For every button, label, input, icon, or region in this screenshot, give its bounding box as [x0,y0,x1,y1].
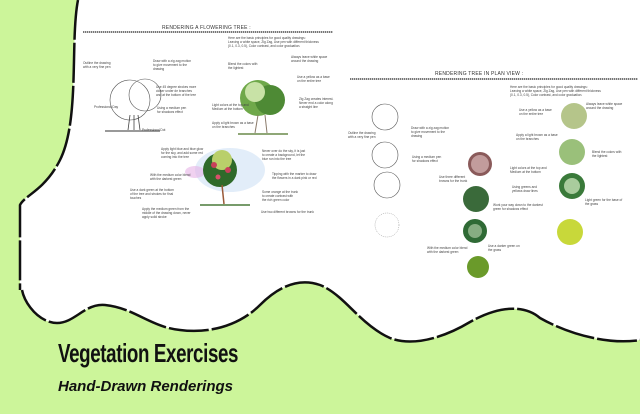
outline-left [18,0,80,290]
note: Light colors at the top and Medium at th… [212,103,249,111]
note: Zig Zag creates interest. Never end a co… [299,97,334,109]
note: Work your way down to the darkest green … [493,203,543,211]
note: Never over do the sky, it is just to cre… [262,149,306,161]
note: Apply a light brown as a base on the bra… [212,121,254,129]
flowering-heading: RENDERING A FLOWERING TREE : [162,25,251,31]
flowering-principles: Here are the basic principles for good q… [228,36,319,48]
note: Use a darker green on the grass [488,244,520,252]
colored-tree-green [238,80,288,135]
divider [83,31,333,33]
note: Professional Day [94,105,119,109]
outline-bottom [20,281,640,343]
note: Using greens and yellows draw lines [512,185,538,193]
divider [350,78,638,80]
note: Use a dark green at the bottom of the tr… [130,188,174,200]
note: Draw with a zig zag motion to give movem… [153,59,192,71]
note: Apply the medium green from the middle o… [142,207,191,219]
note: Using a medium pen for shadows effect [412,155,442,163]
note: Light green for the base of the grass [585,198,623,206]
note: Professional Dot [142,128,166,132]
note: Draw with a zig zag motion to give movem… [411,126,450,138]
flowering-tree [185,148,265,206]
plan-view-trees [371,103,587,278]
note: Use a yellow as a base on the entire tre… [519,108,552,116]
page-subtitle: Hand-Drawn Renderings [58,378,234,395]
note: Tipping with the marker to draw the flow… [272,172,317,180]
green-bottom-band [0,282,640,414]
note: Some orange at the trunk to create contr… [262,190,298,202]
plan-heading: RENDERING TREE IN PLAN VIEW : [435,71,524,77]
note: Use a yellow as a base on the entire tre… [297,75,330,83]
note: Use three different browns for the trunk [439,175,468,183]
note: Apply a light brown as a base on the bra… [516,133,558,141]
note: Apply light blue and blue glow for the s… [161,147,204,159]
note: Outline the drawing with a very fine pen [348,131,376,139]
plan-principles: Here are the basic principles for good q… [510,85,601,97]
note: Always leave white space around the draw… [586,102,623,110]
note: With the medium color blend with the dar… [427,246,468,254]
note: Using a medium pen for shadows effect [157,106,187,114]
note: Use 45 degree strokes more closer under … [156,85,197,97]
note: Blend the colors with the lightest [592,150,622,158]
note: Outline the drawing with a very fine pen [83,61,111,69]
page-title: Vegetation Exercises [58,338,239,368]
note: Use two different browns for the trunk [261,210,314,214]
note: Blend the colors with the lightest [228,62,258,70]
note: Always leave white space around the draw… [291,55,328,63]
sketch-tree-outline [105,78,162,132]
note: With the medium color blend with the dar… [150,173,191,181]
note: Light colors at the top and Medium at th… [510,166,547,174]
